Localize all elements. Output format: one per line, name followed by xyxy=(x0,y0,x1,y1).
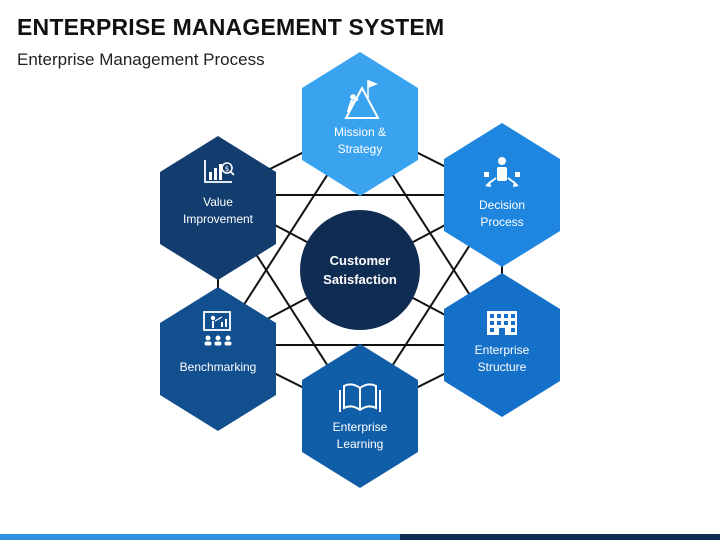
node-enterprise-structure: Enterprise Structure xyxy=(444,273,560,417)
presenter-audience-icon xyxy=(203,311,232,346)
node-label-line: Improvement xyxy=(183,212,254,226)
node-label-line: Value xyxy=(203,195,233,209)
svg-text:$: $ xyxy=(225,165,229,173)
node-label-line: Enterprise xyxy=(333,420,388,434)
node-enterprise-learning: Enterprise Learning xyxy=(302,344,418,488)
node-decision-process: Decision Process xyxy=(444,123,560,267)
page-title: ENTERPRISE MANAGEMENT SYSTEM xyxy=(17,14,445,40)
node-label-line: Learning xyxy=(337,437,384,451)
center-label-line1: Customer xyxy=(330,253,391,268)
node-mission-strategy: Mission & Strategy xyxy=(302,52,418,196)
node-label-line: Structure xyxy=(478,360,527,374)
node-label-line: Strategy xyxy=(338,142,383,156)
node-label-line: Process xyxy=(480,215,523,229)
center-node: Customer Satisfaction xyxy=(300,210,420,330)
flag-summit-icon xyxy=(344,80,380,119)
node-label-line: Decision xyxy=(479,198,525,212)
building-icon xyxy=(487,311,517,335)
node-label-line: Enterprise xyxy=(475,343,530,357)
open-book-icon xyxy=(339,383,381,412)
node-label-line: Mission & xyxy=(334,125,386,139)
node-label-line: Benchmarking xyxy=(180,360,257,374)
node-value-improvement: $ Value Improvement xyxy=(160,136,276,280)
node-benchmarking: Benchmarking xyxy=(160,287,276,431)
chart-dollar-icon: $ xyxy=(204,160,235,183)
person-arrows-icon xyxy=(484,157,520,187)
footer-segment-dark xyxy=(400,534,720,540)
footer-bar xyxy=(0,534,720,540)
center-label-line2: Satisfaction xyxy=(323,272,397,287)
footer-segment-light xyxy=(0,534,400,540)
page-subtitle: Enterprise Management Process xyxy=(17,50,265,69)
